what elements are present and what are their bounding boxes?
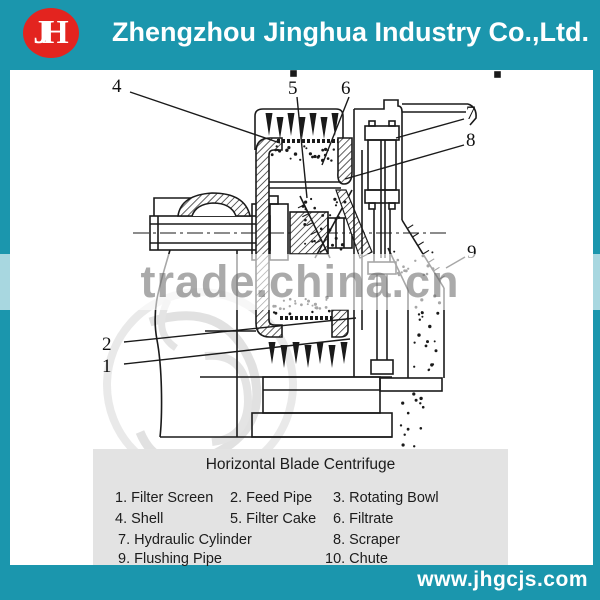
company-name: Zhengzhou Jinghua Industry Co.,Ltd. [112,17,589,47]
legend-item-1: 1. Filter Screen [115,490,214,506]
company-logo: JH [23,8,79,58]
legend-item-5: 5. Filter Cake [230,511,317,527]
legend-title: Horizontal Blade Centrifuge [205,456,396,473]
logo-text: JH [33,14,69,51]
legend-item-6: 6. Filtrate [333,511,394,527]
legend-row: 1. Filter Screen 2. Feed Pipe 3. Rotatin… [93,490,508,508]
legend-row: 7. Hydraulic Cylinder 8. Scraper [93,532,508,550]
header: JH Zhengzhou Jinghua Industry Co.,Ltd. [0,0,600,70]
legend-item-7: 7. Hydraulic Cylinder [118,532,252,548]
legend-item-9: 9. Flushing Pipe [118,551,222,567]
legend-row: 9. Flushing Pipe 10. Chute [93,551,508,569]
legend-item-4: 4. Shell [115,511,164,527]
website-text: www.jhgcjs.com [417,568,588,591]
legend-item-10: 10. Chute [325,551,388,567]
legend-box: Horizontal Blade Centrifuge 1. Filter Sc… [93,449,508,567]
legend-row: 4. Shell 5. Filter Cake 6. Filtrate [93,511,508,529]
legend-item-3: 3. Rotating Bowl [333,490,439,506]
legend-item-8: 8. Scraper [333,532,400,548]
legend-item-2: 2. Feed Pipe [230,490,313,506]
